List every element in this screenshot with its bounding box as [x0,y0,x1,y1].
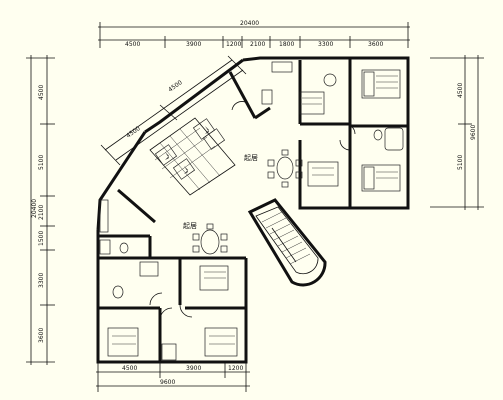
left-dim-3: 2100 [38,205,45,220]
bottom-dim-2: 3900 [186,365,201,372]
right-dim-2: 5100 [457,155,464,170]
staircase [247,198,327,287]
top-dimension-chain: 20400 4500 3900 1200 2100 1800 3300 3600 [98,20,410,48]
bottom-dim-1: 4500 [122,365,137,372]
top-dim-1: 4500 [125,41,140,48]
left-dim-5: 3300 [38,273,45,288]
right-dimension-chain: 4500 5100 9600 [430,55,484,210]
top-dim-6: 3300 [318,41,333,48]
left-dim-6: 3600 [38,328,45,343]
left-dim-2: 5100 [38,155,45,170]
upper-furniture [231,61,404,192]
diag-dim-1: 4500 [125,125,142,140]
top-dim-7: 3600 [368,41,383,48]
tiled-area [149,117,236,196]
top-dim-4: 2100 [250,41,265,48]
right-overall-dim: 9600 [470,125,477,140]
bottom-dimension-chain: 4500 3900 1200 9600 [96,362,250,392]
left-overall-dim: 20400 [31,199,38,218]
diag-dim-2: 4500 [167,79,184,94]
top-dim-5: 1800 [279,41,294,48]
room-label-upper: 起居 [244,154,258,162]
bottom-dim-3: 1200 [228,365,243,372]
room-label-lower: 起居 [183,222,197,230]
top-dim-2: 3900 [186,41,201,48]
left-dimension-chain: 4500 5100 2100 1500 3300 3600 20400 [26,55,55,365]
lower-furniture [99,199,238,361]
top-dim-3: 1200 [226,41,241,48]
top-overall-dim: 20400 [240,20,259,27]
right-dim-1: 4500 [457,83,464,98]
left-dim-1: 4500 [38,85,45,100]
left-dim-4: 1500 [38,231,45,246]
bottom-overall-dim: 9600 [160,379,175,386]
